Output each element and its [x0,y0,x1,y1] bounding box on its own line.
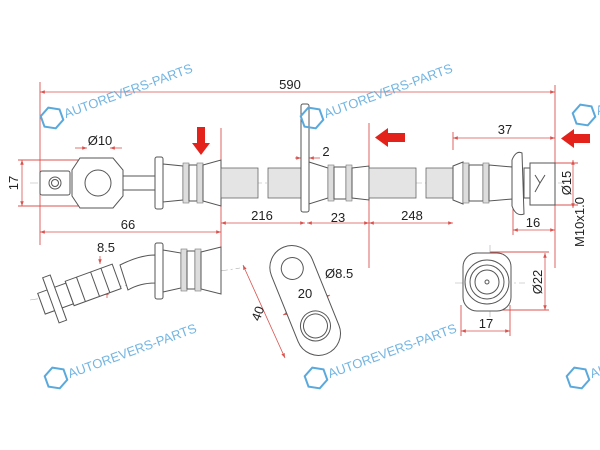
dim-nut-length: 16 [526,215,540,230]
dimension-labels: 590 17 Ø10 66 216 2 23 248 37 16 Ø15 M10… [6,77,587,331]
end-view [455,245,525,318]
watermark: AUTOREVERS-PARTS [563,320,600,393]
dim-eye-bore: Ø10 [88,133,113,148]
dim-plate-hole-diameter: Ø8.5 [325,266,353,281]
svg-text:AUTOREVERS-PARTS: AUTOREVERS-PARTS [588,320,600,381]
dim-bracket-segment: 23 [331,210,345,225]
watermark: AUTOREVERS-PARTS [41,320,199,393]
arrow-left-icon [561,129,590,148]
dim-nut-diameter: Ø15 [559,171,574,196]
dim-plate-hole-spacing: 20 [298,286,312,301]
dim-overall-length: 590 [279,77,301,92]
svg-text:AUTOREVERS-PARTS: AUTOREVERS-PARTS [66,320,199,381]
dim-bend-offset: 8.5 [97,240,115,255]
bent-fitting-side-view [29,242,241,324]
dim-thread: M10x1.0 [572,197,587,247]
dim-end-view-diameter: Ø22 [530,270,545,295]
dim-end-view-width: 17 [479,316,493,331]
dim-hose-segment-1: 216 [251,208,273,223]
dim-bracket-offset: 2 [322,144,329,159]
svg-text:AUTOREVERS-PARTS: AUTOREVERS-PARTS [62,60,195,121]
arrow-left-icon [375,128,405,147]
watermark: AUTOREVERS-PARTS [297,60,455,133]
dim-hose-segment-2: 248 [401,208,423,223]
dim-eye-height: 17 [6,176,21,190]
svg-text:AUTOREVERS-PARTS: AUTOREVERS-PARTS [322,60,455,121]
watermark: AUTOREVERS-PARTS [569,57,600,130]
brake-hose-top-view [30,103,565,216]
direction-arrows [192,127,590,155]
svg-text:AUTOREVERS-PARTS: AUTOREVERS-PARTS [326,320,459,381]
dim-fitting-length: 66 [121,217,135,232]
dim-end-fitting-length: 37 [498,122,512,137]
watermark: AUTOREVERS-PARTS [37,60,195,133]
bracket-plate [269,245,341,356]
arrow-down-icon [192,127,210,155]
dim-plate-length: 40 [248,304,267,323]
dimension-lines [18,90,578,359]
svg-text:AUTOREVERS-PARTS: AUTOREVERS-PARTS [594,57,600,118]
